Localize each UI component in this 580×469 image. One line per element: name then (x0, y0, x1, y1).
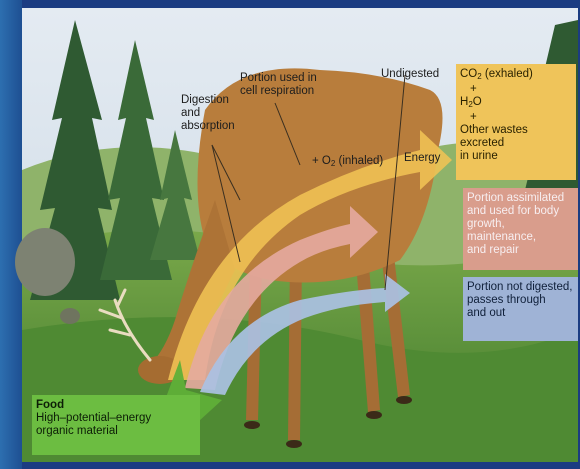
undigested-label: Undigested (381, 68, 439, 81)
not-digested-box: Portion not digested, passes through and… (463, 277, 578, 341)
assimilated-box: Portion assimilated and used for body gr… (463, 188, 578, 270)
assimilated-line: and repair (467, 244, 574, 257)
wastes-line: Other wastes excreted (460, 124, 572, 150)
respiration-line: cell respiration (240, 85, 317, 98)
digestion-line: and (181, 107, 235, 120)
not-digested-line: Portion not digested, (467, 281, 574, 294)
rock (15, 228, 75, 296)
plus-sign: + (460, 83, 572, 96)
not-digested-line: and out (467, 307, 574, 320)
co2-suffix: (exhaled) (482, 68, 533, 80)
pebble (60, 308, 80, 324)
food-line: organic material (36, 425, 196, 438)
slide-side-bar (0, 0, 22, 469)
h2o-suffix: O (473, 96, 482, 108)
exhaled-box: CO2 (exhaled) + H2O + Other wastes excre… (456, 64, 576, 180)
h2o-line: H2O (460, 96, 572, 111)
plus-sign: + (460, 111, 572, 124)
hoof (396, 396, 412, 404)
digestion-line: Digestion (181, 94, 235, 107)
respiration-line: Portion used in (240, 72, 317, 85)
assimilated-line: Portion assimilated (467, 192, 574, 205)
oxygen-prefix: + O (312, 155, 331, 167)
hoof (244, 421, 260, 429)
assimilated-line: growth, maintenance, (467, 218, 574, 244)
hoof (286, 440, 302, 448)
energy-label: Energy (404, 152, 440, 165)
not-digested-line: passes through (467, 294, 574, 307)
hoof (366, 411, 382, 419)
respiration-label: Portion used in cell respiration (240, 72, 317, 98)
food-box: Food High–potential–energy organic mater… (32, 395, 200, 455)
co2-prefix: CO (460, 68, 477, 80)
oxygen-label: + O2 (inhaled) (312, 155, 383, 170)
oxygen-suffix: (inhaled) (335, 155, 383, 167)
digestion-line: absorption (181, 120, 235, 133)
co2-line: CO2 (exhaled) (460, 68, 572, 83)
wastes-line: in urine (460, 150, 572, 163)
food-line: High–potential–energy (36, 412, 196, 425)
digestion-label: Digestion and absorption (181, 94, 235, 133)
assimilated-line: and used for body (467, 205, 574, 218)
food-title: Food (36, 399, 196, 412)
